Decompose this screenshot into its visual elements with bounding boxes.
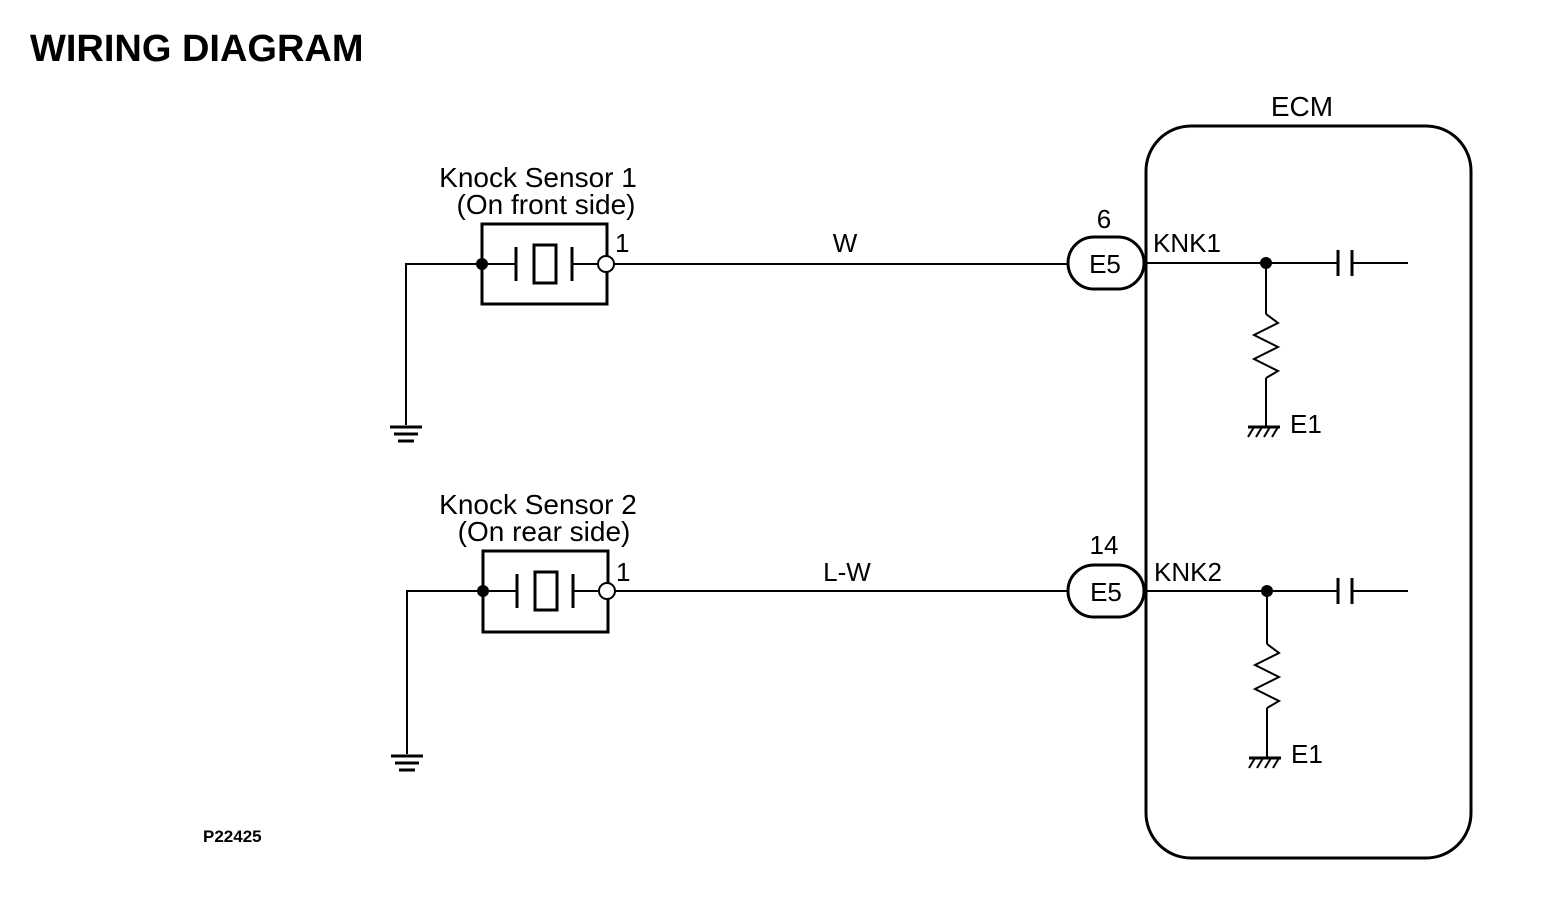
ecm-pin-2: 14 bbox=[1090, 530, 1119, 560]
wire-2-color: L-W bbox=[823, 557, 871, 587]
resistor-1-icon bbox=[1251, 313, 1281, 379]
connector-1: E5 bbox=[1066, 235, 1146, 291]
knock-sensor-2-location: (On rear side) bbox=[458, 516, 631, 547]
connector-2: E5 bbox=[1066, 563, 1146, 619]
knock-sensor-2-pin: 1 bbox=[616, 557, 630, 587]
capacitor-2-icon bbox=[1336, 578, 1408, 604]
knock-sensor-2-circuit: Knock Sensor 2 (On rear side) 1 L-W E5 1… bbox=[391, 489, 1408, 772]
ecm-unit: ECM bbox=[1144, 91, 1473, 860]
knock-sensor-1-name: Knock Sensor 1 bbox=[439, 162, 637, 193]
wire-1-color: W bbox=[833, 228, 858, 258]
chassis-ground-2-icon bbox=[391, 754, 423, 772]
capacitor-1-icon bbox=[1336, 250, 1408, 276]
terminal-knk2: KNK2 bbox=[1154, 557, 1222, 587]
sensor-1-terminal bbox=[597, 255, 615, 273]
ecm-ground-1-icon bbox=[1247, 425, 1280, 438]
ecm-ground-2-icon bbox=[1248, 756, 1281, 769]
knock-sensor-2-symbol bbox=[477, 549, 616, 634]
ecm-label: ECM bbox=[1271, 91, 1333, 122]
connector-1-label: E5 bbox=[1089, 249, 1121, 279]
knock-sensor-2-name: Knock Sensor 2 bbox=[439, 489, 637, 520]
resistor-2-icon bbox=[1252, 643, 1282, 709]
diagram-title: WIRING DIAGRAM bbox=[30, 28, 364, 70]
knock-sensor-1-pin: 1 bbox=[615, 228, 629, 258]
ecm-ground-1-label: E1 bbox=[1290, 409, 1322, 439]
ecm-outline bbox=[1144, 124, 1473, 860]
ecm-ground-2-label: E1 bbox=[1291, 739, 1323, 769]
terminal-knk1: KNK1 bbox=[1153, 228, 1221, 258]
ecm-pin-1: 6 bbox=[1097, 204, 1111, 234]
knock-sensor-1-location: (On front side) bbox=[457, 189, 636, 220]
knock-sensor-1-circuit: Knock Sensor 1 (On front side) 1 W E5 bbox=[390, 162, 1408, 443]
knock-sensor-1-symbol bbox=[476, 222, 615, 306]
sensor-2-terminal bbox=[598, 582, 616, 600]
figure-code: P22425 bbox=[203, 827, 262, 846]
chassis-ground-1-icon bbox=[390, 425, 422, 443]
connector-2-label: E5 bbox=[1090, 577, 1122, 607]
